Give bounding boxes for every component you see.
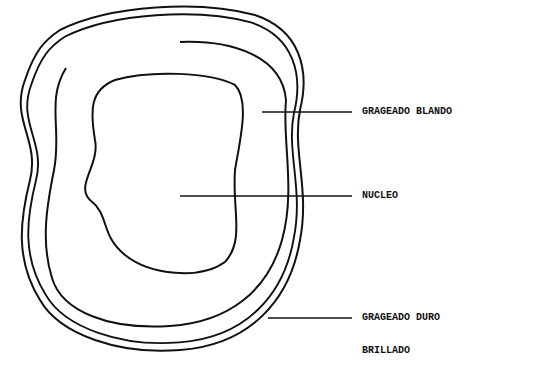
outer-contour <box>21 7 304 351</box>
part-label: NUCLEO <box>362 191 398 201</box>
leader-line <box>262 111 352 113</box>
nucleus-contour <box>85 74 243 273</box>
polish-layer-contour <box>27 14 297 343</box>
hard-coating-boundary <box>46 42 289 327</box>
layer-label: GRAGEADO DURO <box>362 313 440 323</box>
layer-label: GRAGEADO BLANDO <box>362 107 452 117</box>
layer-label: BRILLADO <box>362 346 410 356</box>
leader-line <box>180 195 352 197</box>
leader-line <box>268 317 352 319</box>
